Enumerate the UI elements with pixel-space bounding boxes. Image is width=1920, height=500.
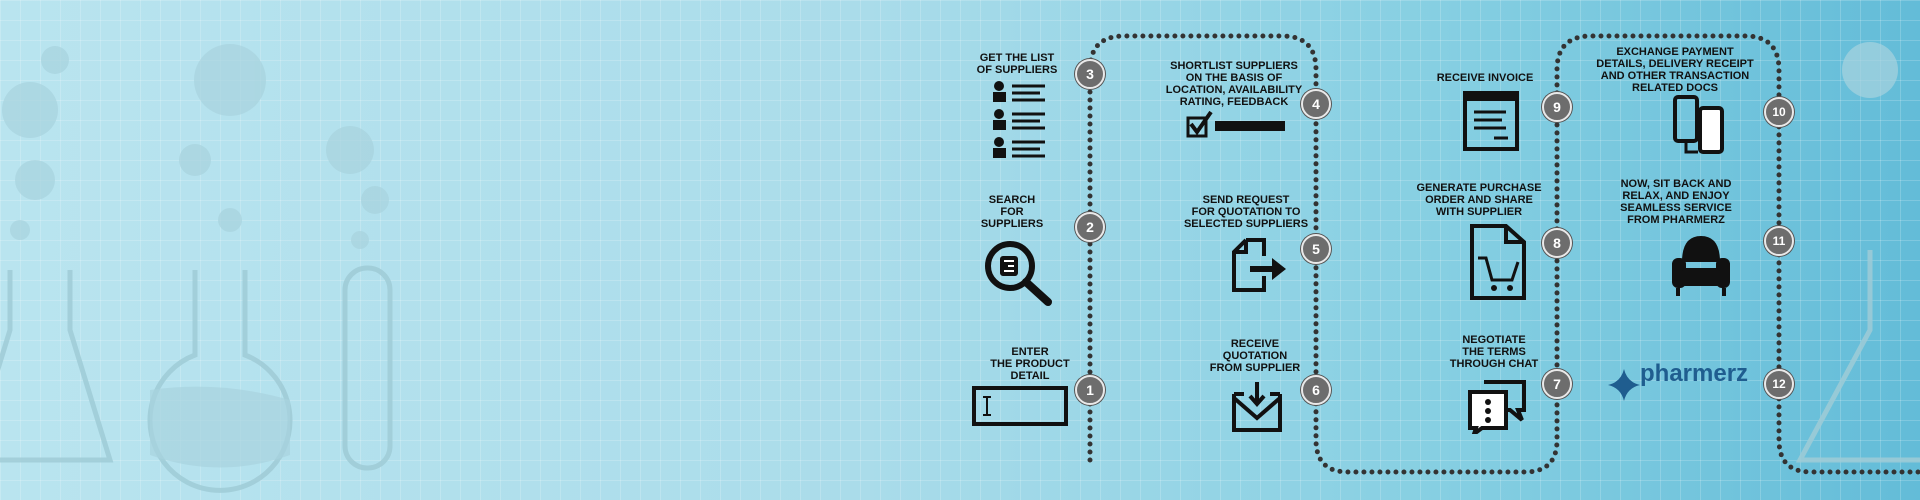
step-11-label: NOW, SIT BACK AND RELAX, AND ENJOY SEAML…	[1620, 178, 1732, 226]
step-12-badge: 12	[1764, 369, 1794, 399]
step-11-badge: 11	[1764, 226, 1794, 256]
step-9-badge: 9	[1542, 92, 1572, 122]
step-8-label: GENERATE PURCHASE ORDER AND SHARE WITH S…	[1416, 182, 1542, 218]
step-9-label: RECEIVE INVOICE	[1436, 72, 1534, 84]
chat-icon	[1468, 380, 1526, 434]
armchair-icon	[1672, 236, 1730, 296]
text-input-icon	[972, 386, 1068, 426]
step-2-badge: 2	[1075, 212, 1105, 242]
step-4-label: SHORTLIST SUPPLIERS ON THE BASIS OF LOCA…	[1165, 60, 1303, 108]
step-5-badge: 5	[1301, 234, 1331, 264]
step-3-badge: 3	[1075, 59, 1105, 89]
search-icon	[985, 241, 1052, 306]
step-8-badge: 8	[1542, 228, 1572, 258]
phones-exchange-icon	[1673, 95, 1724, 154]
step-7-label: NEGOTIATE THE TERMS THROUGH CHAT	[1449, 334, 1539, 370]
inbox-receive-icon	[1232, 382, 1282, 432]
step-6-label: RECEIVE QUOTATION FROM SUPPLIER	[1209, 338, 1301, 374]
step-3-label: GET THE LIST OF SUPPLIERS	[976, 52, 1058, 76]
supplier-list-icon	[993, 81, 1045, 158]
invoice-icon	[1463, 91, 1519, 151]
brand-name: pharmerz	[1640, 360, 1749, 387]
step-5-label: SEND REQUEST FOR QUOTATION TO SELECTED S…	[1183, 194, 1309, 230]
document-send-icon	[1232, 238, 1286, 292]
step-2-label: SEARCH FOR SUPPLIERS	[980, 194, 1044, 230]
purchase-order-icon	[1470, 224, 1526, 300]
pharmerz-logo-icon	[1608, 369, 1640, 401]
step-4-badge: 4	[1301, 89, 1331, 119]
checkbox-icon	[1186, 110, 1285, 138]
step-10-badge: 10	[1764, 97, 1794, 127]
step-10-label: EXCHANGE PAYMENT DETAILS, DELIVERY RECEI…	[1596, 46, 1754, 94]
step-6-badge: 6	[1301, 375, 1331, 405]
step-1-badge: 1	[1075, 375, 1105, 405]
step-7-badge: 7	[1542, 369, 1572, 399]
step-1-label: ENTER THE PRODUCT DETAIL	[990, 346, 1070, 382]
